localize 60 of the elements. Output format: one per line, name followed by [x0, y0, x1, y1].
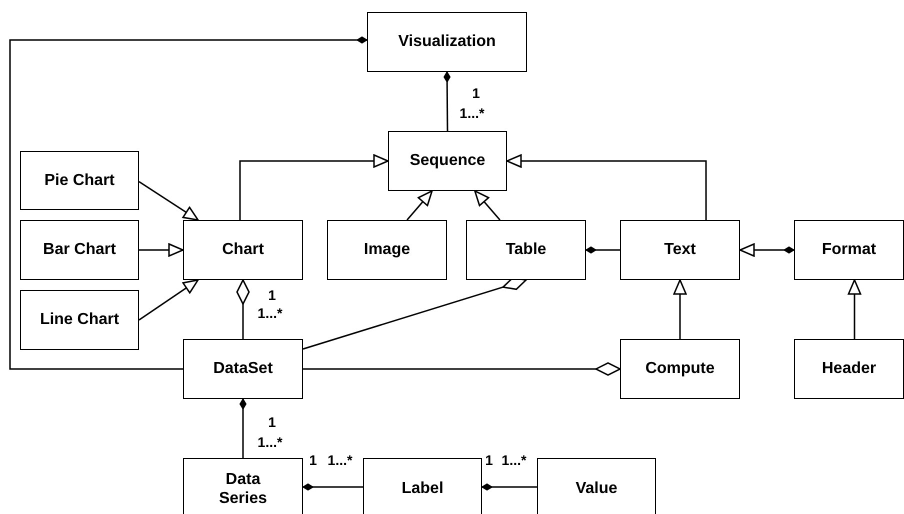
association-line [303, 362, 621, 376]
inheritance-arrow [506, 154, 707, 220]
inheritance-arrow [474, 190, 501, 220]
class-name: DataSet [213, 359, 273, 379]
multiplicity-label: 1 [309, 452, 317, 468]
multiplicity-label: 1 [485, 452, 493, 468]
association-line [444, 72, 451, 131]
association-line [586, 246, 620, 254]
class-name: Data Series [218, 470, 268, 508]
class-box [367, 12, 527, 72]
class-name: Header [822, 359, 876, 379]
multiplicity-label: 1 [472, 85, 480, 101]
class-name: Pie Chart [44, 170, 115, 190]
multiplicity-label: 1...* [258, 305, 282, 321]
class-box [620, 220, 740, 280]
inheritance-arrow [406, 190, 433, 220]
inheritance-arrow [848, 279, 862, 339]
class-name: Visualization [398, 32, 496, 52]
class-name: Line Chart [40, 310, 120, 330]
association-line [236, 279, 250, 339]
association-line [9, 36, 368, 370]
inheritance-arrow [138, 279, 199, 321]
class-box [537, 458, 656, 514]
class-name: Compute [645, 359, 715, 379]
class-name: Table [506, 240, 546, 260]
class-box [794, 339, 904, 399]
class-name: Value [576, 479, 618, 499]
class-box [388, 131, 507, 191]
class-box [327, 220, 447, 280]
inheritance-arrow [138, 181, 199, 221]
class-box [20, 290, 139, 350]
class-box [183, 339, 303, 399]
multiplicity-label: 1...* [258, 434, 282, 450]
inheritance-arrow [239, 154, 389, 220]
multiplicity-label: 1...* [502, 452, 526, 468]
multiplicity-label: 1 [268, 414, 276, 430]
inheritance-arrow [673, 279, 687, 339]
class-name: Chart [222, 240, 264, 260]
class-name: Image [364, 240, 410, 260]
class-name: Bar Chart [43, 240, 116, 260]
association-line [240, 398, 246, 458]
class-box [466, 220, 586, 280]
class-box [20, 220, 139, 280]
class-box [183, 220, 303, 280]
association-line [482, 484, 537, 491]
class-box [20, 151, 139, 210]
class-name: Label [402, 479, 444, 499]
class-name: Sequence [410, 151, 486, 171]
class-name: Format [822, 240, 876, 260]
class-name: Text [664, 240, 696, 260]
inheritance-arrow [739, 243, 794, 257]
class-box [183, 458, 303, 514]
class-box [794, 220, 904, 280]
class-box [363, 458, 482, 514]
association-line [302, 484, 363, 491]
inheritance-arrow [139, 243, 184, 257]
multiplicity-label: 1 [268, 287, 276, 303]
multiplicity-label: 1...* [460, 105, 484, 121]
multiplicity-label: 1...* [328, 452, 352, 468]
class-box [620, 339, 740, 399]
